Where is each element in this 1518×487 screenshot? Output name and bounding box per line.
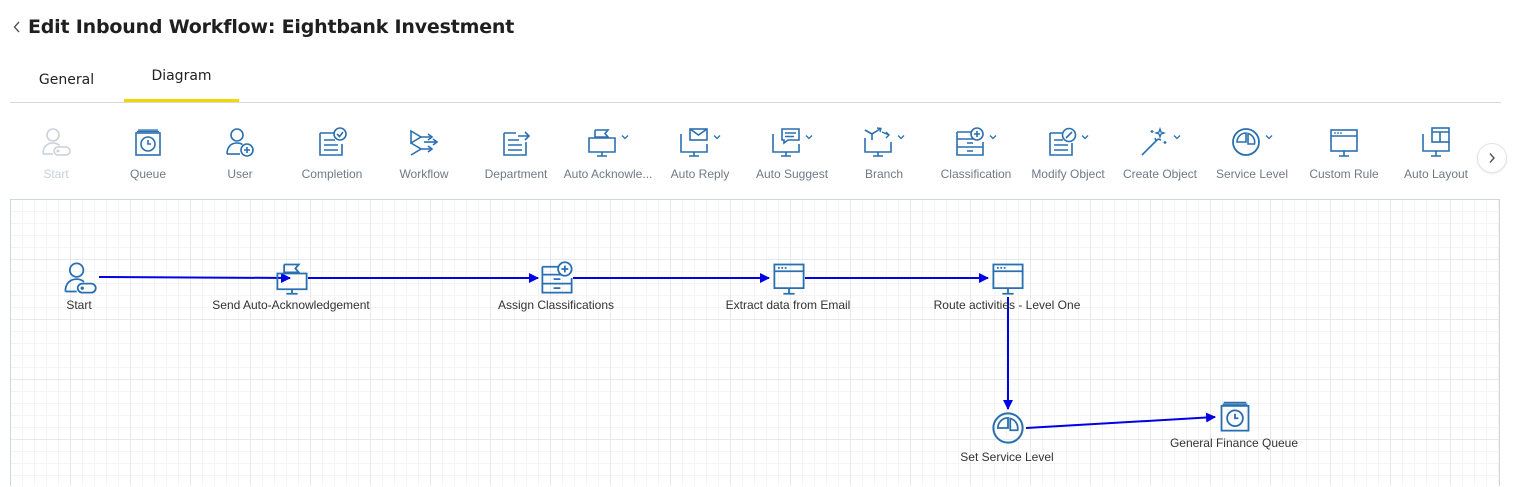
- node-label: Extract data from Email: [725, 298, 851, 312]
- tool-label: Classification: [940, 167, 1012, 181]
- flag-monitor-icon: [274, 260, 310, 296]
- classification-icon: [954, 126, 986, 158]
- modify-object-icon: [1046, 126, 1078, 158]
- node-route-activities-level-one[interactable]: Route activities - Level One: [934, 260, 1080, 312]
- tab-bar: General Diagram: [10, 58, 1501, 103]
- tool-modify-object[interactable]: Modify Object: [1022, 112, 1114, 190]
- workflow-icon: [408, 126, 440, 158]
- node-label: Route activities - Level One: [933, 298, 1081, 312]
- tool-auto-reply[interactable]: Auto Reply: [654, 112, 746, 190]
- tool-label: Auto Layout: [1403, 167, 1469, 181]
- node-set-service-level[interactable]: Set Service Level: [960, 410, 1054, 464]
- tool-branch[interactable]: Branch: [838, 112, 930, 190]
- tool-user[interactable]: User: [194, 112, 286, 190]
- branch-monitor-icon: [862, 126, 894, 158]
- tool-label: Modify Object: [1031, 167, 1105, 181]
- classification-icon: [539, 260, 575, 296]
- chevron-down-icon[interactable]: [804, 132, 814, 142]
- tool-label: Auto Reply: [670, 167, 730, 181]
- browser-monitor-icon: [990, 260, 1026, 296]
- magic-wand-icon: [1138, 126, 1170, 158]
- tool-queue[interactable]: Queue: [102, 112, 194, 190]
- node-label: Assign Classifications: [497, 298, 615, 312]
- tool-start[interactable]: Start: [10, 112, 102, 190]
- chevron-down-icon[interactable]: [896, 132, 906, 142]
- tool-completion[interactable]: Completion: [286, 112, 378, 190]
- node-assign-classifications[interactable]: Assign Classifications: [498, 260, 614, 312]
- tool-label: Auto Suggest: [755, 167, 829, 181]
- browser-monitor-icon: [771, 260, 807, 296]
- flag-monitor-icon: [586, 126, 618, 158]
- tool-label: Start: [43, 167, 69, 181]
- node-send-auto-acknowledgement[interactable]: Send Auto-Acknowledgement: [212, 260, 370, 312]
- tool-classification[interactable]: Classification: [930, 112, 1022, 190]
- tab-diagram[interactable]: Diagram: [124, 58, 239, 102]
- tool-label: Completion: [301, 167, 363, 181]
- tool-label: Auto Acknowle...: [563, 167, 653, 181]
- diagram-canvas[interactable]: Start Send Auto-Acknowledgement Assign C…: [10, 199, 1500, 486]
- pie-gauge-icon: [1230, 126, 1262, 158]
- back-button[interactable]: [8, 16, 26, 38]
- diagram-toolbar: Start Queue User Completion Workflow Dep…: [10, 112, 1472, 190]
- tool-create-object[interactable]: Create Object: [1114, 112, 1206, 190]
- mail-monitor-icon: [678, 126, 710, 158]
- node-extract-data-from-email[interactable]: Extract data from Email: [726, 260, 850, 312]
- node-general-finance-queue[interactable]: General Finance Queue: [1170, 398, 1298, 450]
- tool-label: Workflow: [399, 167, 449, 181]
- tool-service-level[interactable]: Service Level: [1206, 112, 1298, 190]
- tool-label: Department: [484, 167, 548, 181]
- tool-custom-rule[interactable]: Custom Rule: [1298, 112, 1390, 190]
- chevron-right-icon: [1489, 153, 1495, 163]
- chat-monitor-icon: [770, 126, 802, 158]
- tool-label: Custom Rule: [1309, 167, 1379, 181]
- chevron-left-icon: [13, 21, 20, 33]
- tool-label: Branch: [864, 167, 904, 181]
- tool-auto-suggest[interactable]: Auto Suggest: [746, 112, 838, 190]
- node-label: General Finance Queue: [1169, 436, 1299, 450]
- chevron-down-icon[interactable]: [988, 132, 998, 142]
- user-add-icon: [224, 126, 256, 158]
- chevron-down-icon[interactable]: [1172, 132, 1182, 142]
- tab-general[interactable]: General: [38, 72, 95, 88]
- queue-icon: [132, 126, 164, 158]
- node-start[interactable]: Start: [62, 260, 98, 312]
- pie-gauge-icon: [990, 410, 1026, 446]
- node-label: Start: [66, 298, 92, 312]
- tool-label: Service Level: [1215, 167, 1289, 181]
- tool-auto-layout[interactable]: Auto Layout: [1390, 112, 1472, 190]
- chevron-down-icon[interactable]: [1080, 132, 1090, 142]
- edge-service-level-to-queue[interactable]: [1025, 412, 1216, 429]
- department-icon: [500, 126, 532, 158]
- toolbar-scroll-right-button[interactable]: [1477, 143, 1507, 173]
- chevron-down-icon[interactable]: [1264, 132, 1274, 142]
- layout-monitor-icon: [1420, 126, 1452, 158]
- user-key-icon: [62, 260, 98, 296]
- tool-label: Queue: [129, 167, 167, 181]
- node-label: Send Auto-Acknowledgement: [212, 298, 370, 312]
- browser-monitor-icon: [1328, 126, 1360, 158]
- queue-icon: [1217, 398, 1253, 434]
- user-key-icon: [40, 126, 72, 158]
- tool-auto-acknowledge[interactable]: Auto Acknowle...: [562, 112, 654, 190]
- edge-start-to-ack[interactable]: [98, 272, 291, 283]
- tool-label: User: [227, 167, 253, 181]
- page-title: Edit Inbound Workflow: Eightbank Investm…: [28, 16, 515, 38]
- chevron-down-icon[interactable]: [620, 132, 630, 142]
- chevron-down-icon[interactable]: [712, 132, 722, 142]
- tool-workflow[interactable]: Workflow: [378, 112, 470, 190]
- page-header: Edit Inbound Workflow: Eightbank Investm…: [8, 12, 514, 42]
- tool-label: Create Object: [1122, 167, 1198, 181]
- tool-department[interactable]: Department: [470, 112, 562, 190]
- node-label: Set Service Level: [960, 450, 1054, 464]
- diagram-edges: [98, 272, 1216, 429]
- completion-icon: [316, 126, 348, 158]
